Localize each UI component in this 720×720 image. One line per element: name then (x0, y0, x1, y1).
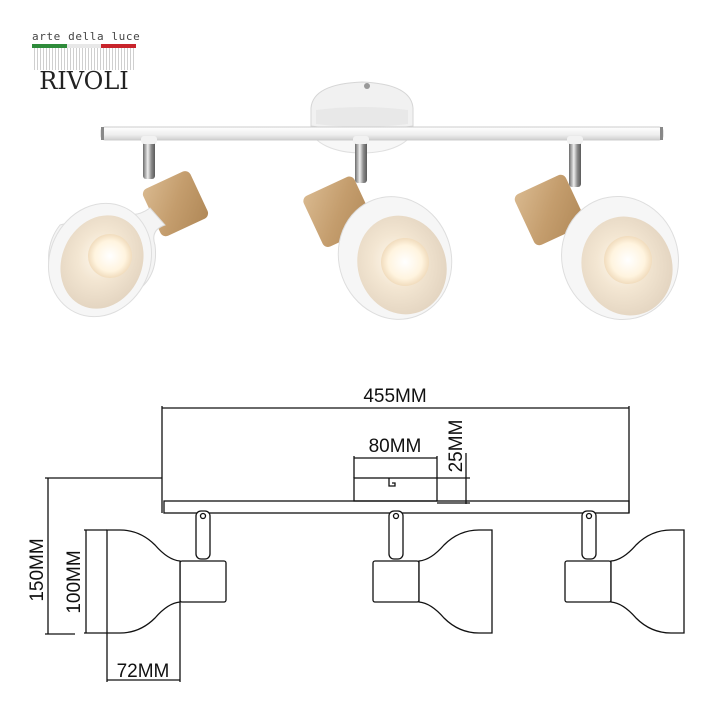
shade-depth-label: 72MM (117, 661, 170, 682)
ceiling-canopy (310, 81, 414, 154)
logo-barcode-pattern (34, 48, 134, 70)
canopy-height-label: 25MM (446, 420, 467, 473)
drawing-canopy (353, 477, 438, 502)
drawing-spot-left (106, 510, 227, 634)
total-height-label: 150MM (27, 538, 48, 601)
brand-tagline: arte della luce (32, 30, 141, 43)
spotlight-right (514, 136, 679, 321)
brand-logo: arte della luce RIVOLI (32, 30, 141, 100)
shade-diameter-label: 100MM (64, 550, 85, 613)
product-photo (47, 81, 679, 321)
drawing-spot-center (372, 510, 493, 634)
italian-flag-stripe (32, 44, 137, 48)
spotlight-left (47, 136, 209, 318)
length-label: 455MM (363, 386, 426, 407)
canopy-width-label: 80MM (369, 436, 422, 457)
mounting-bar (100, 126, 664, 141)
drawing-spot-right (564, 510, 685, 634)
brand-name: RIVOLI (39, 67, 129, 95)
spotlight-center (303, 136, 453, 320)
drawing-bar (163, 500, 630, 514)
